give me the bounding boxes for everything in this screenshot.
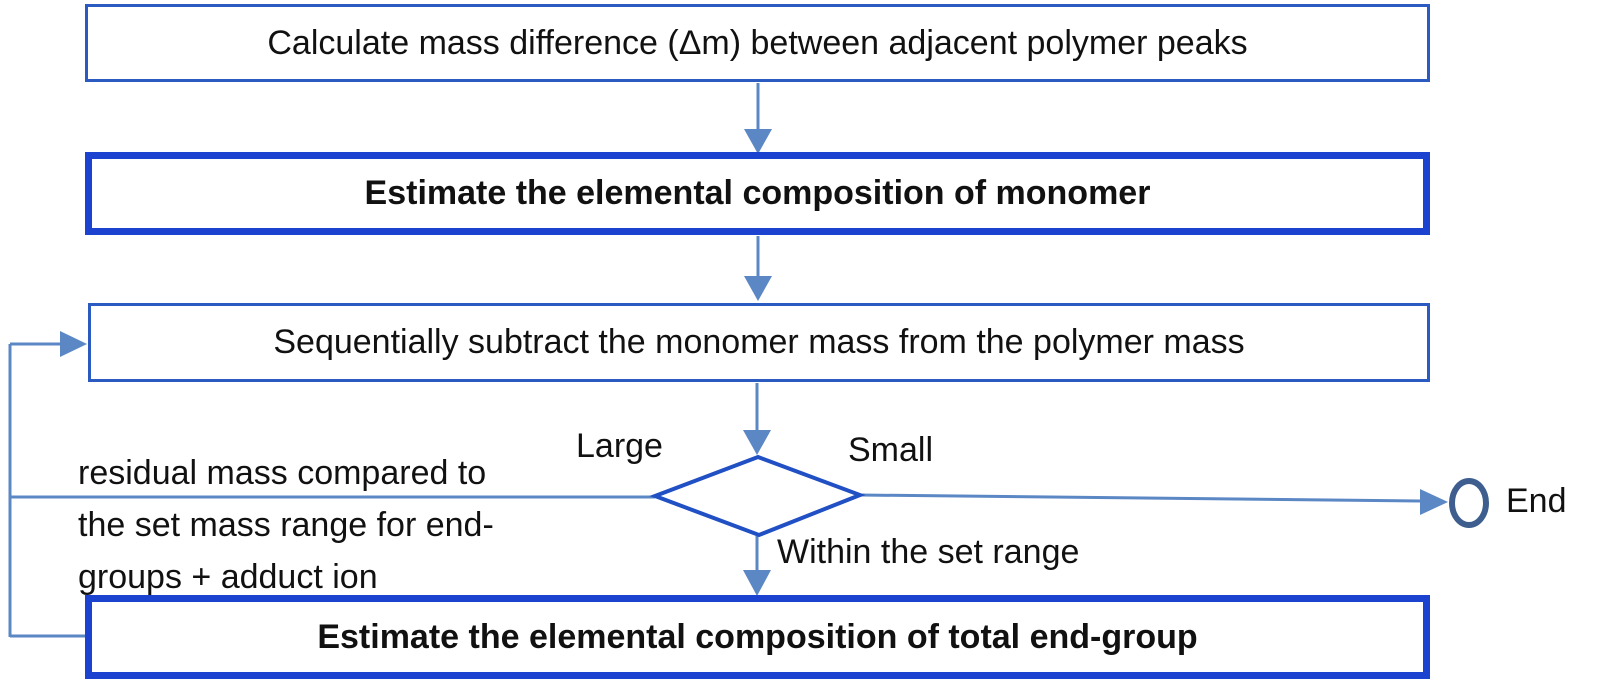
end-circle <box>1449 478 1489 528</box>
step-subtract-monomer: Sequentially subtract the monomer mass f… <box>88 303 1430 382</box>
step-estimate-monomer: Estimate the elemental composition of mo… <box>85 152 1430 235</box>
step-label: Estimate the elemental composition of to… <box>317 617 1198 656</box>
decision-note: residual mass compared to the set mass r… <box>78 447 494 603</box>
decision-note-line: the set mass range for end- <box>78 506 494 544</box>
step-estimate-end-group: Estimate the elemental composition of to… <box>85 595 1430 679</box>
arrowhead-down-icon <box>743 570 771 596</box>
arrowhead-down-icon <box>743 430 771 455</box>
step-label: Calculate mass difference (Δm) between a… <box>267 23 1248 62</box>
step-label: Estimate the elemental composition of mo… <box>364 174 1151 212</box>
step-calc-mass-difference: Calculate mass difference (Δm) between a… <box>85 4 1430 82</box>
step-label: Sequentially subtract the monomer mass f… <box>273 323 1245 361</box>
branch-label-small: Small <box>848 431 934 469</box>
branch-label-within-range: Within the set range <box>777 533 1080 571</box>
arrowhead-right-icon <box>1420 489 1448 515</box>
decision-diamond <box>649 454 866 538</box>
arrowhead-down-icon <box>744 129 772 154</box>
arrowhead-right-icon <box>60 331 87 357</box>
decision-note-line: residual mass compared to <box>78 454 487 492</box>
branch-small-line <box>859 493 1421 503</box>
decision-note-line: groups + adduct ion <box>78 558 378 596</box>
branch-label-large: Large <box>576 427 663 465</box>
arrowhead-down-icon <box>744 276 772 301</box>
end-label: End <box>1506 482 1567 520</box>
